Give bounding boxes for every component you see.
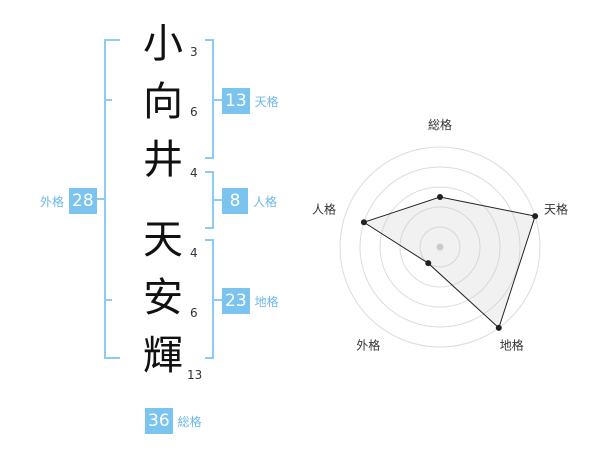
radar-point-3 [495, 324, 502, 331]
name-char-6: 輝 [143, 333, 183, 379]
radar-ring-4 [359, 166, 521, 328]
radar-ring-1 [419, 226, 461, 268]
stroke-count-5: 6 [190, 306, 198, 320]
stroke-count-1: 3 [190, 45, 198, 59]
chikaku-value: 23 [222, 288, 250, 314]
radar-polygon [362, 196, 536, 329]
stroke-count-3: 4 [190, 166, 198, 180]
gaikaku-label: 外格 [40, 194, 65, 209]
radar-axis-label: 天格 [544, 201, 568, 216]
radar-point-2 [532, 213, 539, 220]
chikaku-bracket [205, 239, 222, 359]
radar-axis-label: 人格 [312, 201, 336, 216]
gaikaku-value: 28 [69, 188, 97, 214]
jinkaku-bracket [205, 171, 222, 229]
soukaku-value: 36 [145, 408, 173, 434]
name-char-3: 井 [143, 137, 183, 183]
radar-axis-label: 外格 [356, 338, 380, 353]
name-char-5: 安 [143, 275, 183, 321]
gaikaku-bracket [96, 39, 120, 359]
stroke-count-4: 4 [190, 246, 198, 260]
jinkaku-label: 人格 [253, 194, 278, 209]
radar-center-dot [436, 243, 444, 251]
radar-point-4 [425, 260, 432, 267]
stroke-count-6: 13 [187, 368, 203, 382]
tenkaku-badge: 13 天格 [222, 88, 279, 114]
radar-point-5 [360, 219, 367, 226]
tenkaku-label: 天格 [254, 94, 279, 109]
gaikaku-badge: 外格 28 [40, 188, 97, 214]
jinkaku-value: 8 [222, 188, 248, 214]
jinkaku-badge: 8 人格 [222, 188, 277, 214]
soukaku-badge: 36 総格 [145, 408, 202, 434]
left-tick-2 [105, 99, 112, 301]
radar-ring-2 [399, 206, 481, 288]
radar-ring-3 [379, 186, 501, 308]
radar-point-1 [437, 194, 443, 200]
name-char-1: 小 [143, 21, 183, 67]
chikaku-label: 地格 [254, 294, 279, 309]
radar-ring-5 [339, 146, 541, 348]
soukaku-label: 総格 [177, 414, 202, 429]
radar-axis-label: 総格 [428, 117, 452, 132]
tenkaku-value: 13 [222, 88, 250, 114]
tenkaku-bracket [205, 39, 222, 159]
stroke-count-2: 6 [190, 105, 198, 119]
name-char-4: 天 [143, 217, 183, 263]
chikaku-badge: 23 地格 [222, 288, 279, 314]
radar-axis-label: 地格 [500, 338, 524, 353]
name-char-2: 向 [143, 79, 183, 125]
